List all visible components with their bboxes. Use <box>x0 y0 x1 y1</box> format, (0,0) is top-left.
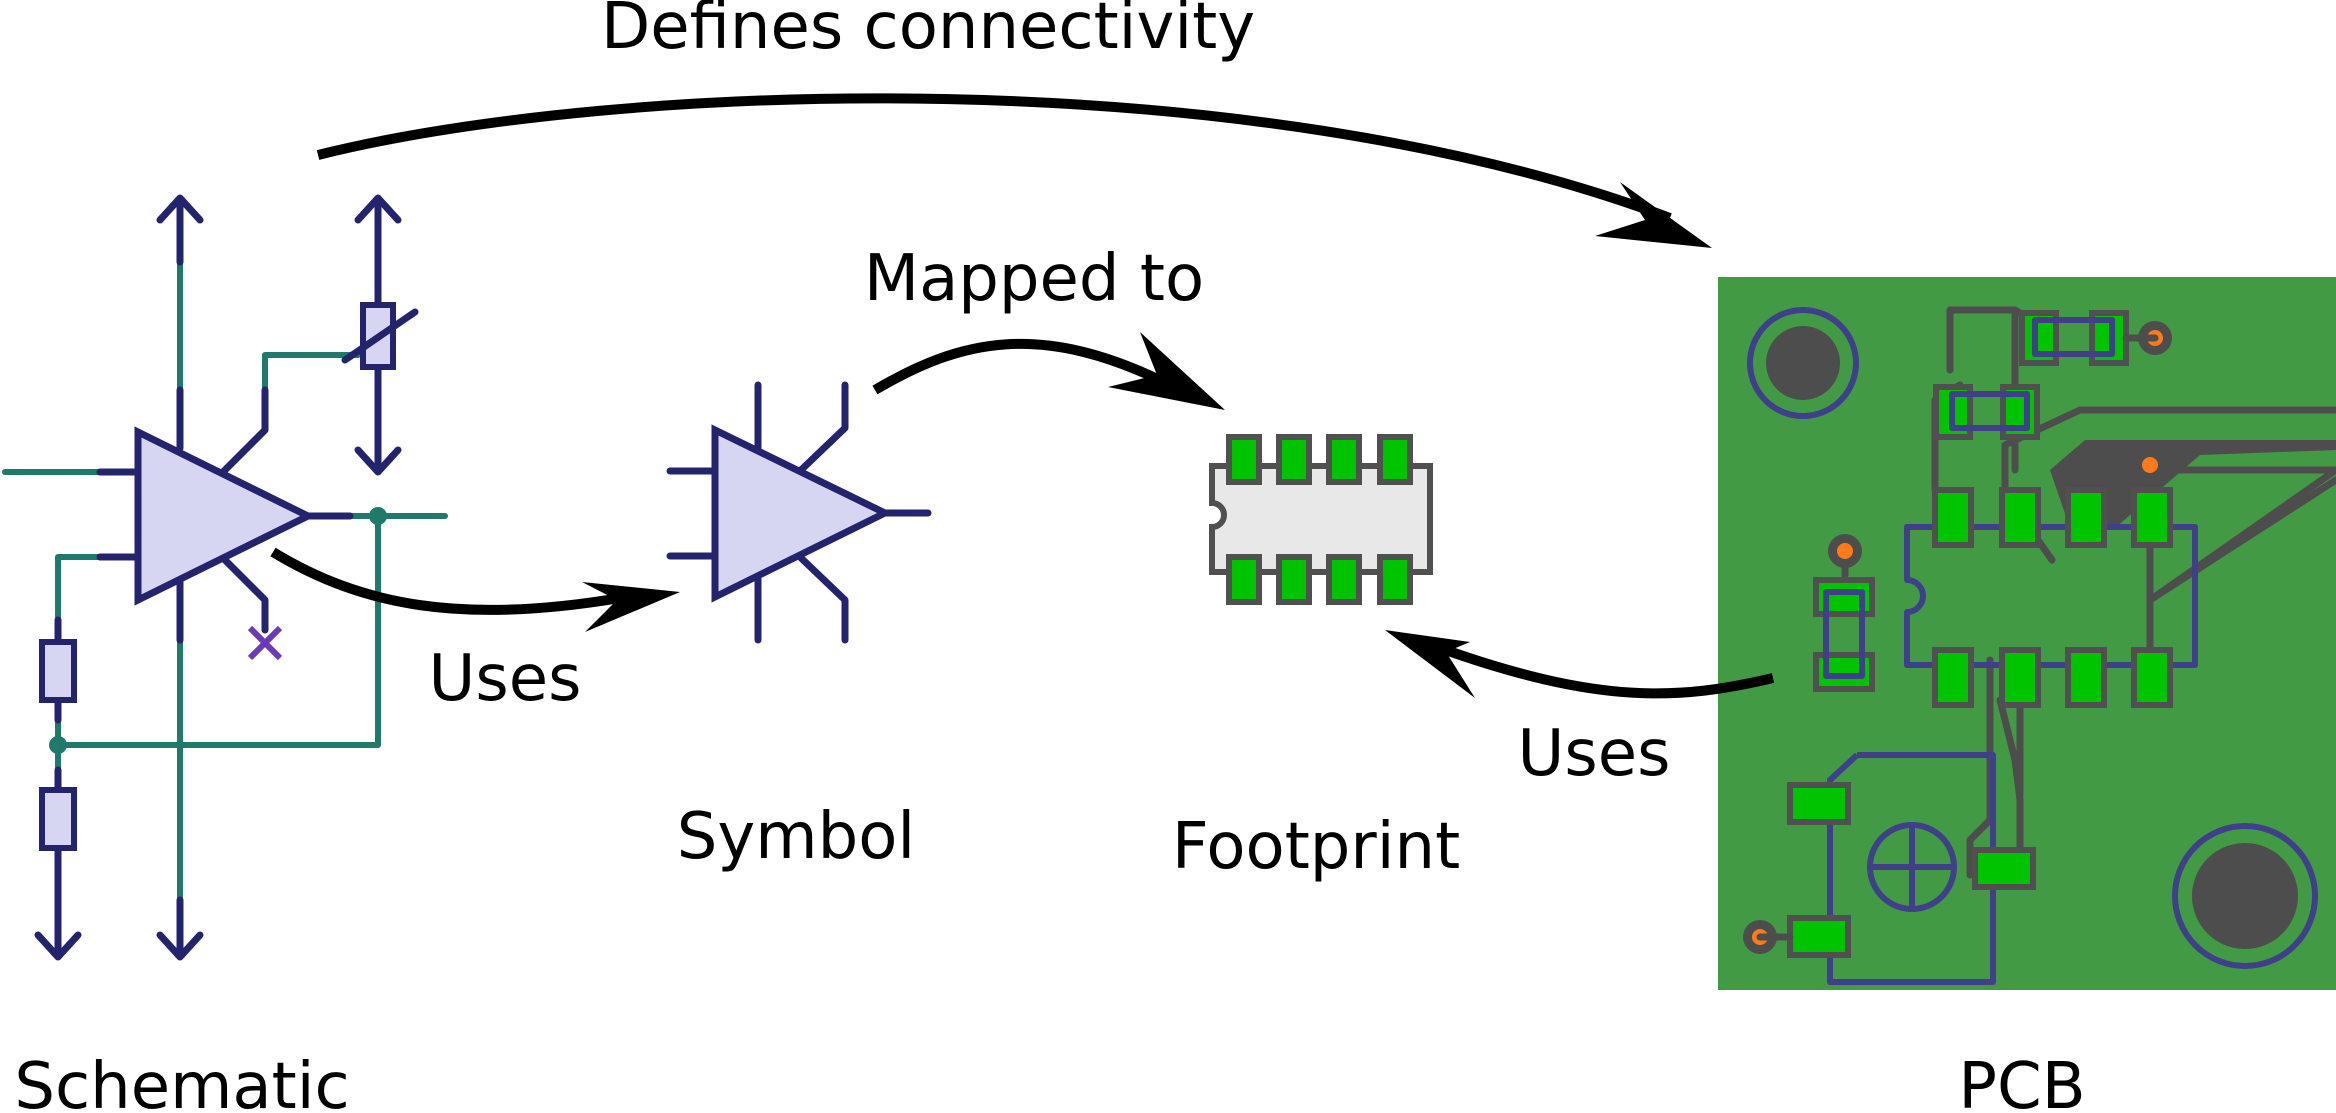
label-schematic: Schematic <box>14 1050 349 1113</box>
pcb-ic-pads <box>1932 487 2173 708</box>
schematic-drawing <box>2 194 448 961</box>
footprint-drawing <box>1209 434 1433 605</box>
arrow-uses-left <box>270 547 680 632</box>
label-pcb: PCB <box>1958 1050 2085 1113</box>
schematic-opamp <box>96 386 354 644</box>
label-defines-connectivity: Defines connectivity <box>601 0 1255 64</box>
label-footprint: Footprint <box>1172 810 1460 884</box>
label-symbol: Symbol <box>677 800 915 874</box>
symbol-drawing <box>666 381 932 644</box>
copper-pour <box>2050 440 2336 528</box>
potentiometer-symbol <box>341 302 419 370</box>
pcb-board <box>1718 277 2336 990</box>
ground-arrow-middle <box>156 896 204 961</box>
label-uses-left: Uses <box>429 642 582 716</box>
resistor-bottom <box>39 766 77 866</box>
arrow-mapped-to <box>872 332 1225 410</box>
power-arrow-up-right <box>354 194 402 309</box>
pcb-resistor-vertical <box>1813 534 1875 692</box>
ic-silkscreen-outline <box>1904 524 2198 668</box>
pcb-trimmer <box>1743 752 2036 985</box>
label-uses-right: Uses <box>1518 717 1671 791</box>
ground-arrow-right <box>354 351 402 476</box>
footprint-pads <box>1226 434 1413 605</box>
pcb-via-right <box>2133 448 2167 482</box>
pcb-resistor-middle <box>1933 384 2040 440</box>
arrow-defines-connectivity <box>316 93 1712 248</box>
label-mapped-to: Mapped to <box>864 242 1204 316</box>
ground-arrow-left <box>34 846 82 961</box>
mounting-hole-top-left <box>1747 307 1859 419</box>
pcb-resistor-top <box>2019 310 2172 366</box>
arrow-uses-right <box>1385 630 1775 699</box>
power-arrow-up-left <box>156 194 204 266</box>
resistor-top <box>39 616 77 724</box>
mounting-hole-bottom-right <box>2172 823 2318 969</box>
no-connect-marker <box>247 625 283 661</box>
